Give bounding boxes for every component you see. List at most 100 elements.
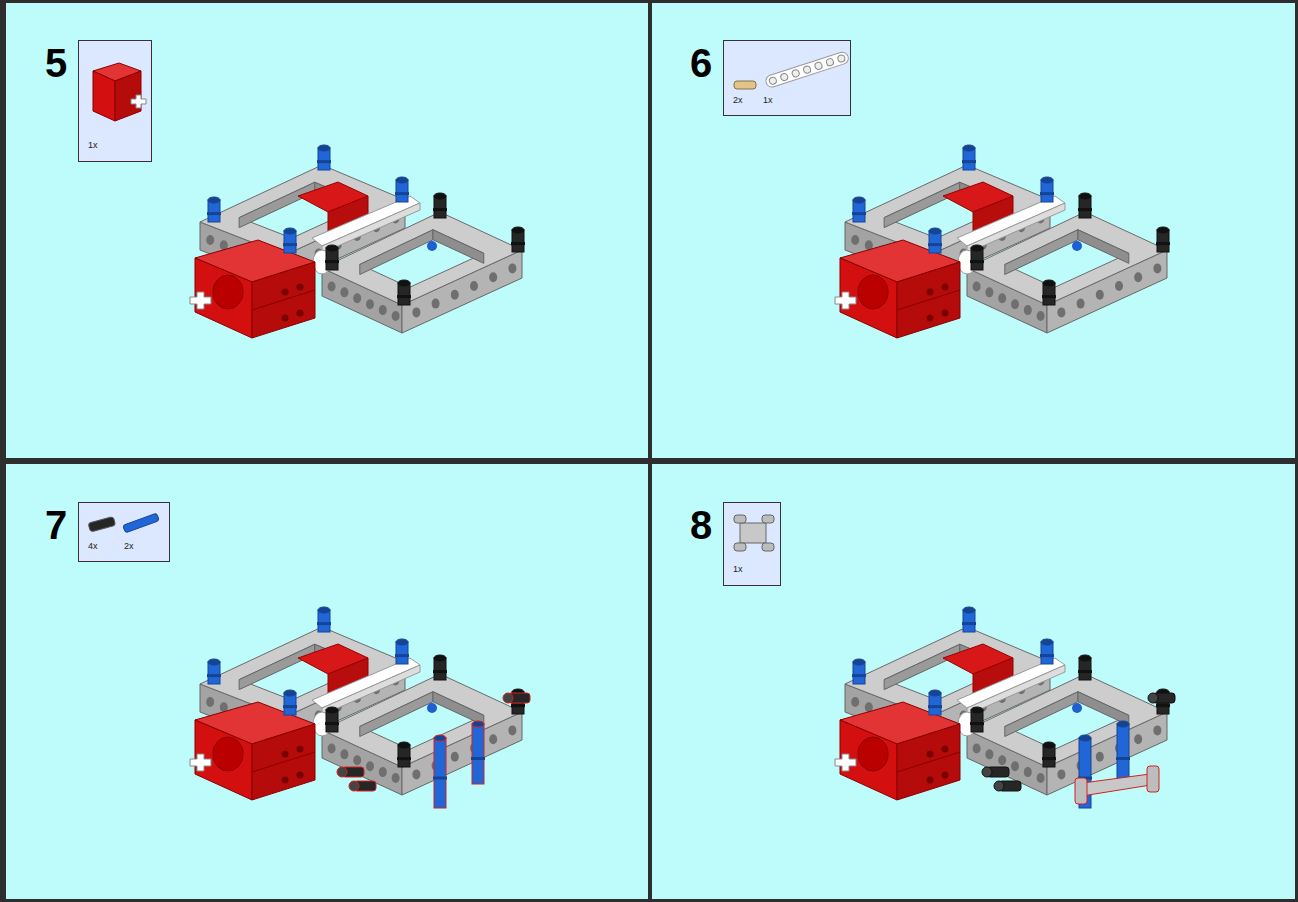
beam-hole xyxy=(412,307,420,317)
pin-top xyxy=(284,228,296,234)
pin-top xyxy=(853,659,865,665)
pin-ridge xyxy=(1156,704,1170,707)
pin-ridge xyxy=(928,243,942,246)
frame-inner xyxy=(360,230,433,275)
motor-hole xyxy=(927,777,934,784)
beam-hole xyxy=(1077,299,1085,309)
pin-top xyxy=(396,177,408,183)
pin-ridge xyxy=(1040,654,1054,657)
pin-top xyxy=(1043,742,1055,748)
beam-hole xyxy=(489,734,497,744)
frame-inner xyxy=(433,692,484,726)
beam-hole xyxy=(340,749,348,759)
beam-hole xyxy=(392,773,400,783)
beam-hole xyxy=(508,263,516,273)
beam-hole xyxy=(973,281,981,291)
icon-pin xyxy=(88,517,115,532)
pin-ridge xyxy=(395,192,409,195)
beam-hole xyxy=(1037,773,1045,783)
beam-hole xyxy=(328,743,336,753)
pin-ridge xyxy=(283,705,297,708)
pin-top xyxy=(929,228,941,234)
pin-top xyxy=(929,690,941,696)
beam-hole xyxy=(353,755,361,765)
pin-top xyxy=(396,639,408,645)
parts-callout: 62x1x xyxy=(723,40,851,116)
beam-hole xyxy=(1096,752,1104,762)
beam-hole xyxy=(1011,299,1019,309)
motor-hole xyxy=(297,746,304,753)
beam-hole xyxy=(379,767,387,777)
pin-ridge xyxy=(1078,208,1092,211)
pin-top xyxy=(398,280,410,286)
part-quantity: 2x xyxy=(124,542,134,551)
parts-callout: 74x2x xyxy=(78,502,170,562)
pin-ridge xyxy=(283,243,297,246)
beam-hole xyxy=(508,725,516,735)
pin-ridge xyxy=(962,160,976,163)
pin xyxy=(472,724,484,784)
pin-ridge xyxy=(207,212,221,215)
icon-hole xyxy=(837,54,846,63)
pin-ridge xyxy=(970,722,984,725)
motor-hub xyxy=(858,737,888,771)
motor-hole xyxy=(927,751,934,758)
pin-top xyxy=(472,721,484,727)
pin-top xyxy=(208,197,220,203)
pin-end xyxy=(982,767,992,777)
h-connector xyxy=(1075,766,1159,804)
icon-hole xyxy=(803,65,812,74)
beam-hole xyxy=(366,299,374,309)
pin xyxy=(1072,703,1082,713)
pin-top xyxy=(398,742,410,748)
frame-inner xyxy=(884,644,960,689)
icon-axle xyxy=(131,95,146,108)
beam-hole xyxy=(366,761,374,771)
pin xyxy=(427,241,437,251)
pin-end xyxy=(1148,693,1158,703)
motor-hole xyxy=(297,310,304,317)
frame-top xyxy=(322,212,522,305)
axle xyxy=(835,754,856,771)
pin-ridge xyxy=(1156,242,1170,245)
pin-ridge xyxy=(325,260,339,263)
part-icon xyxy=(79,503,171,563)
motor-hole xyxy=(942,310,949,317)
motor-hole xyxy=(942,772,949,779)
beam-hole xyxy=(998,293,1006,303)
step-panel xyxy=(6,464,648,899)
beam-hole xyxy=(1024,767,1032,777)
motor-hole xyxy=(297,772,304,779)
pin-top xyxy=(971,245,983,251)
pin-ridge xyxy=(511,242,525,245)
icon-pin xyxy=(123,513,160,533)
part-quantity: 2x xyxy=(733,96,743,105)
pin-ridge xyxy=(1078,670,1092,673)
pin-ridge xyxy=(207,674,221,677)
pin xyxy=(1117,724,1129,784)
pin-top xyxy=(1041,639,1053,645)
step-number: 6 xyxy=(690,43,712,83)
part-quantity: 1x xyxy=(733,565,743,574)
icon-arm xyxy=(762,515,774,523)
frame-top xyxy=(967,674,1167,767)
pin-ridge xyxy=(1042,295,1056,298)
step-number: 7 xyxy=(45,505,67,545)
beam-hole xyxy=(1096,290,1104,300)
pin-top xyxy=(434,735,446,741)
pin-top xyxy=(318,607,330,613)
pin-top xyxy=(284,690,296,696)
pin-top xyxy=(1079,735,1091,741)
axle xyxy=(190,292,211,309)
beam-hole xyxy=(1115,281,1123,291)
frame-top xyxy=(200,165,405,255)
motor-hole xyxy=(282,777,289,784)
pin-top xyxy=(971,707,983,713)
pin-ridge xyxy=(395,654,409,657)
beam-hole xyxy=(206,235,214,245)
frame-inner xyxy=(1078,692,1129,726)
model xyxy=(190,607,530,808)
beam-hole xyxy=(432,299,440,309)
